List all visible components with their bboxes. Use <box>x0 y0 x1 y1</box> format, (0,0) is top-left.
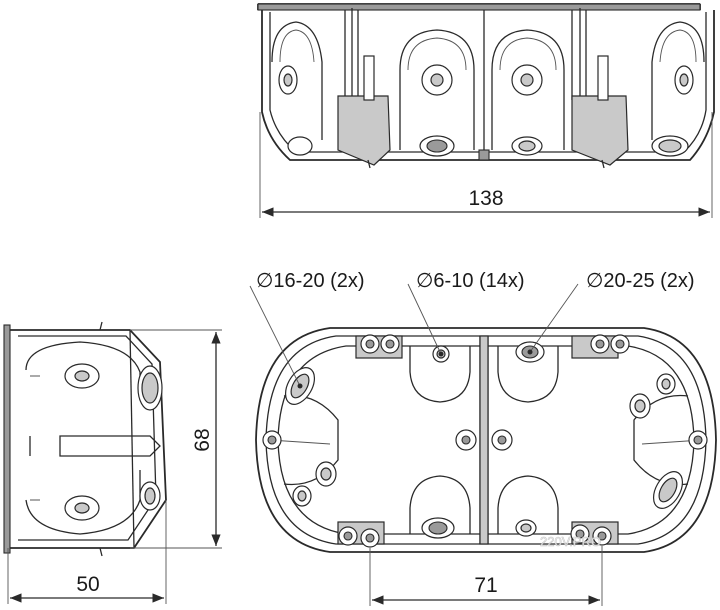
dimension-width: 138 <box>259 112 713 218</box>
callout-hole-large: ∅16-20 (2x) <box>249 270 365 389</box>
dimension-width-label: 138 <box>468 187 503 210</box>
callout-hole-xl: ∅20-25 (2x) <box>527 270 695 355</box>
dimension-depth: 50 <box>7 500 167 604</box>
callout-hole-large-label: ∅16-20 (2x) <box>256 270 365 292</box>
arch-left <box>271 21 323 140</box>
dimension-center-distance: 71 <box>369 546 603 606</box>
screw-boss-icon <box>262 334 708 548</box>
clamp-left <box>337 8 391 166</box>
arch-right <box>651 21 705 140</box>
watermark: 220V.PRO <box>540 534 601 549</box>
dimension-center-distance-label: 71 <box>474 574 497 597</box>
arch-center-left <box>399 29 475 150</box>
front-elevation-view <box>257 3 715 169</box>
callout-hole-small: ∅6-10 (14x) <box>407 270 525 357</box>
dimension-height-label: 68 <box>191 428 214 451</box>
clamp-right <box>571 8 629 166</box>
callout-hole-xl-label: ∅20-25 (2x) <box>586 270 695 292</box>
dimension-height: 68 <box>130 329 222 549</box>
arch-center-right <box>491 29 565 150</box>
callout-hole-small-label: ∅6-10 (14x) <box>416 270 525 292</box>
plan-view <box>255 327 717 553</box>
dimension-depth-label: 50 <box>76 573 99 596</box>
hole-icon <box>278 64 694 157</box>
side-view <box>3 321 167 557</box>
